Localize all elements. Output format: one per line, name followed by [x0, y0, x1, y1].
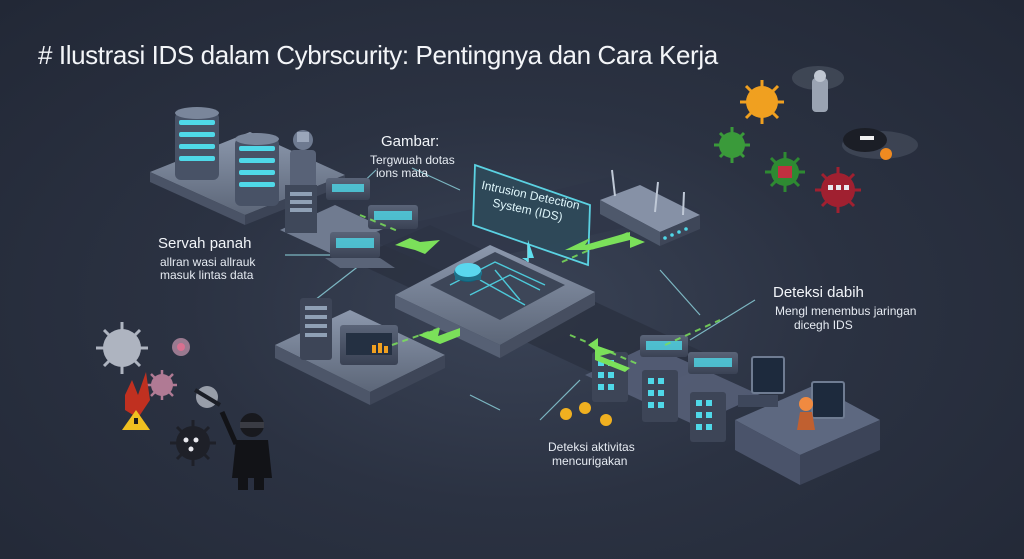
server-icon: [175, 107, 219, 180]
router-icon: [600, 169, 700, 246]
virus-icon: [147, 370, 177, 400]
ids-label-panel: [472, 163, 591, 267]
switch-stack: [280, 178, 418, 268]
label-deteksi-dabih-heading: Deteksi dabih: [773, 284, 864, 301]
label-deteksi-dabih-line2: dicegh IDS: [794, 318, 853, 332]
virus-icon: [172, 338, 190, 356]
hacker-icon: [792, 66, 844, 112]
workstation-icon: [735, 356, 880, 485]
server-icon: [690, 392, 726, 442]
label-deteksi-aktivitas-line1: Deteksi aktivitas: [548, 440, 635, 454]
virus-icon: [765, 152, 805, 192]
virus-icon: [740, 80, 784, 124]
label-gambar-line1: Tergwuah dotas: [370, 153, 455, 167]
virus-icon: [193, 386, 222, 408]
page-title: # Ilustrasi IDS dalam Cybrscurity: Penti…: [38, 40, 718, 70]
virus-icon: [96, 322, 148, 374]
flow-arrows: [395, 232, 645, 372]
warning-flame-icon: [122, 372, 150, 430]
server-icon: [642, 370, 678, 422]
label-deteksi-aktivitas-line2: mencurigakan: [552, 454, 628, 468]
ids-sensor-icon: [290, 130, 316, 190]
virus-icon: [815, 167, 861, 213]
label-deteksi-dabih-line1: Mengl menembus jaringan: [775, 304, 917, 318]
flow-dashes: [359, 214, 721, 366]
server-platform-lower: [275, 298, 445, 405]
server-icon: [235, 133, 279, 206]
virus-icon: [170, 420, 216, 466]
label-gambar-heading: Gambar:: [381, 133, 440, 150]
suspicious-activity-icons: [560, 402, 612, 426]
hacker-icon: [219, 410, 272, 490]
ids-core-icon: [395, 245, 595, 358]
virus-icon: [714, 127, 750, 163]
label-gambar-line2: ions mata: [376, 166, 429, 180]
label-servah-heading: Servah panah: [158, 235, 252, 252]
label-servah-line1: allran wasi allrauk: [160, 255, 256, 269]
label-servah-line2: masuk lintas data: [160, 268, 254, 282]
hacker-icon: [842, 128, 918, 160]
